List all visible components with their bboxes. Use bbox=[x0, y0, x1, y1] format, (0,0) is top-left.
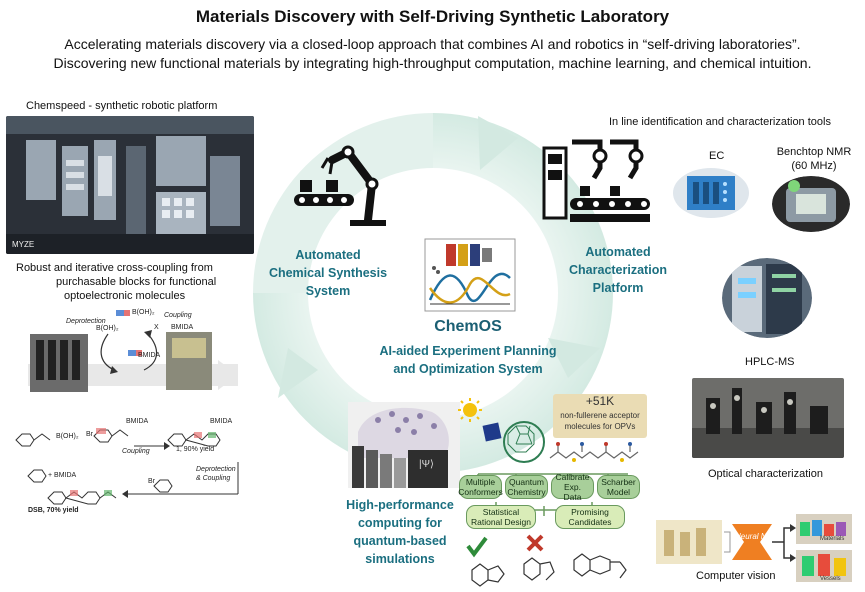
bmida-right: BMIDA bbox=[171, 324, 194, 331]
bmida-product: BMIDA bbox=[210, 418, 233, 425]
subtitle-line-2: Discovering new functional materials by … bbox=[53, 55, 812, 71]
characterization-label-2: Characterization bbox=[569, 263, 667, 277]
nfa-count: +51K bbox=[585, 394, 615, 408]
characterization-label-3: Platform bbox=[592, 281, 644, 295]
chemos-subtitle-1: AI-aided Experiment Planning bbox=[379, 344, 557, 358]
coupling-arrow-label: Coupling bbox=[122, 448, 150, 455]
neural-net-label: Neural Net bbox=[735, 532, 774, 541]
ec-photo bbox=[673, 168, 749, 218]
ec-label: EC bbox=[709, 150, 725, 162]
dsb-yield: DSB, 70% yield bbox=[28, 507, 79, 514]
optical-setup-photo bbox=[692, 378, 844, 458]
page-title: Materials Discovery with Self-Driving Sy… bbox=[195, 7, 670, 26]
nmr-photo bbox=[772, 176, 850, 232]
deprotection-label: Deprotection bbox=[66, 318, 106, 325]
chemspeed-photo bbox=[6, 116, 254, 254]
x-label: X bbox=[154, 324, 159, 331]
factory-robots-icon bbox=[542, 139, 650, 222]
vessels-label: Vessels bbox=[820, 576, 841, 582]
subtitle-line-1: Accelerating materials discovery via a c… bbox=[64, 36, 801, 52]
solar-fullerene-icon bbox=[458, 398, 545, 463]
chemos-title: ChemOS bbox=[434, 318, 502, 335]
bmida-bottom: BMIDA bbox=[138, 352, 161, 359]
boh2-left: B(OH)₂ bbox=[96, 325, 119, 332]
synthesis-label-3: System bbox=[305, 284, 351, 298]
hpc-label-2: computing for bbox=[357, 516, 442, 530]
nfa-box bbox=[553, 394, 647, 438]
materials-label: Materials bbox=[820, 536, 845, 542]
coupling-desc-2: purchasable blocks for functional bbox=[56, 276, 217, 288]
nfa-line-1: non-fullerene acceptor bbox=[560, 411, 640, 420]
plus-bmida: + BMIDA bbox=[48, 472, 77, 479]
optical-label: Optical characterization bbox=[708, 468, 823, 480]
deprot-coupling-2: & Coupling bbox=[196, 475, 231, 482]
synthesis-label-2: Chemical Synthesis bbox=[268, 266, 388, 280]
hpc-server-icon bbox=[348, 402, 460, 488]
computer-vision-diagram bbox=[656, 514, 852, 582]
hplc-label: HPLC-MS bbox=[745, 356, 795, 368]
hpc-label-1: High-performance bbox=[346, 498, 454, 512]
reaction-scheme bbox=[15, 428, 239, 505]
bmida-reactant: BMIDA bbox=[126, 418, 149, 425]
candidate-molecules bbox=[466, 534, 627, 587]
psi-label: |Ψ⟩ bbox=[419, 459, 434, 470]
coupling-label: Coupling bbox=[164, 312, 192, 319]
deprot-coupling-1: Deprotection bbox=[196, 466, 236, 473]
chemspeed-label: Chemspeed - synthetic robotic platform bbox=[26, 100, 218, 112]
hpc-label-3: quantum-based bbox=[353, 534, 447, 548]
coupling-desc-3: optoelectronic molecules bbox=[64, 290, 186, 302]
nfa-molecule-structure bbox=[549, 442, 639, 462]
nfa-line-2: molecules for OPVs bbox=[564, 422, 636, 431]
hplc-ms-photo bbox=[722, 258, 812, 338]
nmr-label-2: (60 MHz) bbox=[791, 160, 837, 172]
characterization-label-1: Automated bbox=[585, 245, 651, 259]
robot-arm-icon bbox=[294, 145, 386, 226]
boh2-reactant: B(OH)₂ bbox=[56, 433, 79, 440]
nmr-label-1: Benchtop NMR bbox=[776, 146, 852, 158]
optimization-plot-icon bbox=[424, 238, 516, 312]
tools-label: In line identification and characterizat… bbox=[609, 116, 831, 128]
photo-watermark: MYZE bbox=[12, 240, 35, 249]
synthesis-label-1: Automated bbox=[295, 248, 361, 262]
br-label: Br bbox=[86, 431, 93, 438]
coupling-cycle-scheme bbox=[28, 310, 238, 392]
yield-1: 1, 90% yield bbox=[176, 446, 215, 453]
coupling-desc-1: Robust and iterative cross-coupling from bbox=[16, 262, 213, 274]
boh2-top: B(OH)₂ bbox=[132, 309, 155, 316]
hpc-label-4: simulations bbox=[365, 552, 435, 566]
chemos-subtitle-2: and Optimization System bbox=[393, 362, 543, 376]
br-reagent: Br bbox=[148, 478, 155, 485]
computer-vision-label: Computer vision bbox=[696, 570, 776, 582]
